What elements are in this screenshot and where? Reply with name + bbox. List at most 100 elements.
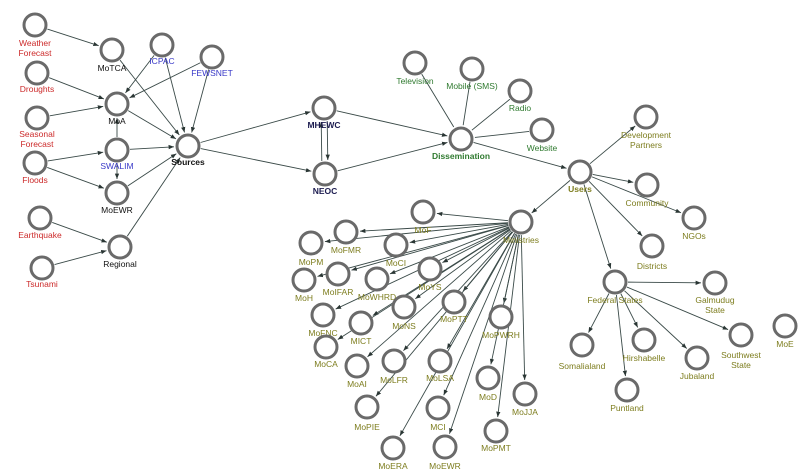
node-circle[interactable]: [175, 133, 201, 159]
node-moca[interactable]: MoCA: [313, 334, 339, 369]
node-circle[interactable]: [149, 32, 175, 58]
node-circle[interactable]: [448, 126, 474, 152]
node-moera[interactable]: MoERA: [378, 435, 408, 471]
node-circle[interactable]: [459, 56, 485, 82]
node-circle[interactable]: [614, 377, 640, 403]
node-circle[interactable]: [311, 95, 337, 121]
node-neoc[interactable]: NEOC: [312, 161, 338, 196]
node-moifar[interactable]: MoIFAR: [323, 261, 354, 297]
node-moci[interactable]: MoCI: [383, 232, 409, 268]
node-mict[interactable]: MICT: [348, 310, 374, 346]
node-radio[interactable]: Radio: [507, 78, 533, 113]
node-circle[interactable]: [639, 233, 665, 259]
node-sources[interactable]: Sources: [171, 133, 205, 167]
node-community[interactable]: Community: [626, 172, 670, 208]
node-circle[interactable]: [104, 91, 130, 117]
node-circle[interactable]: [702, 270, 728, 296]
node-circle[interactable]: [567, 159, 593, 185]
node-circle[interactable]: [24, 60, 50, 86]
node-fewsnet[interactable]: FEWSNET: [191, 44, 233, 78]
node-ngos[interactable]: NGOs: [681, 205, 707, 241]
node-circle[interactable]: [475, 365, 501, 391]
node-circle[interactable]: [313, 334, 339, 360]
node-circle[interactable]: [483, 418, 509, 444]
node-circle[interactable]: [199, 44, 225, 70]
node-molsa[interactable]: MoLSA: [426, 348, 454, 383]
node-circle[interactable]: [633, 104, 659, 130]
node-mopwrh[interactable]: MoPWRH: [482, 304, 520, 340]
node-circle[interactable]: [344, 353, 370, 379]
node-moa[interactable]: MoA: [104, 91, 130, 126]
node-circle[interactable]: [772, 313, 798, 339]
node-mopie[interactable]: MoPIE: [354, 394, 380, 432]
node-circle[interactable]: [529, 117, 555, 143]
node-mopm[interactable]: MoPM: [298, 230, 324, 267]
node-circle[interactable]: [417, 256, 443, 282]
node-circle[interactable]: [104, 137, 130, 163]
node-circle[interactable]: [391, 294, 417, 320]
node-circle[interactable]: [432, 434, 458, 460]
node-circle[interactable]: [27, 205, 53, 231]
node-circle[interactable]: [354, 394, 380, 420]
node-circle[interactable]: [29, 255, 55, 281]
node-circle[interactable]: [383, 232, 409, 258]
node-circle[interactable]: [298, 230, 324, 256]
node-circle[interactable]: [364, 266, 390, 292]
node-television[interactable]: Television: [396, 50, 434, 86]
node-mopmt[interactable]: MoPMT: [481, 418, 511, 453]
node-federal[interactable]: Federal States: [587, 269, 643, 305]
node-tsunami[interactable]: Tsunami: [26, 255, 58, 289]
node-moai[interactable]: MoAI: [344, 353, 370, 389]
node-circle[interactable]: [402, 50, 428, 76]
node-hirshabelle[interactable]: Hirshabelle: [623, 327, 666, 363]
node-circle[interactable]: [425, 395, 451, 421]
node-mhewc[interactable]: MHEWC: [307, 95, 341, 130]
node-circle[interactable]: [22, 12, 48, 38]
node-mowhrd[interactable]: MoWHRD: [358, 266, 396, 302]
node-circle[interactable]: [441, 289, 467, 315]
node-circle[interactable]: [348, 310, 374, 336]
node-website[interactable]: Website: [527, 117, 558, 153]
node-earthquake[interactable]: Earthquake: [18, 205, 62, 240]
node-regional[interactable]: Regional: [103, 234, 137, 269]
node-moptt[interactable]: MoPTT: [440, 289, 468, 324]
node-icpac[interactable]: ICPAC: [149, 32, 175, 66]
node-districts[interactable]: Districts: [637, 233, 667, 271]
node-circle[interactable]: [634, 172, 660, 198]
node-mobile[interactable]: Mobile (SMS): [446, 56, 498, 91]
node-circle[interactable]: [312, 161, 338, 187]
node-mofnc[interactable]: MoFNC: [308, 302, 338, 338]
node-circle[interactable]: [310, 302, 336, 328]
node-swalim[interactable]: SWALIM: [100, 137, 134, 171]
node-circle[interactable]: [507, 78, 533, 104]
node-circle[interactable]: [681, 205, 707, 231]
node-circle[interactable]: [380, 435, 406, 461]
node-ministries[interactable]: Ministries: [503, 209, 539, 245]
node-circle[interactable]: [569, 332, 595, 358]
node-mofmr[interactable]: MoFMR: [331, 219, 361, 255]
node-moys[interactable]: MoYS: [417, 256, 443, 292]
node-moewr[interactable]: MoEWR: [101, 180, 133, 215]
node-mod[interactable]: MoD: [475, 365, 501, 402]
node-circle[interactable]: [602, 269, 628, 295]
node-circle[interactable]: [333, 219, 359, 245]
node-circle[interactable]: [684, 345, 710, 371]
node-moh[interactable]: MoH: [291, 267, 317, 303]
node-users[interactable]: Users: [567, 159, 593, 194]
node-jubaland[interactable]: Jubaland: [680, 345, 715, 381]
node-circle[interactable]: [291, 267, 317, 293]
node-moe[interactable]: MoE: [772, 313, 798, 349]
node-mons[interactable]: MoNS: [391, 294, 417, 331]
node-circle[interactable]: [728, 322, 754, 348]
node-circle[interactable]: [512, 381, 538, 407]
node-molfr[interactable]: MoLFR: [380, 348, 408, 385]
node-moewr2[interactable]: MoEWR: [429, 434, 461, 471]
node-droughts[interactable]: Droughts: [20, 60, 55, 94]
node-motca[interactable]: MoTCA: [98, 37, 127, 73]
node-puntland[interactable]: Puntland: [610, 377, 644, 413]
node-circle[interactable]: [24, 105, 50, 131]
node-circle[interactable]: [99, 37, 125, 63]
node-mci[interactable]: MCI: [425, 395, 451, 432]
